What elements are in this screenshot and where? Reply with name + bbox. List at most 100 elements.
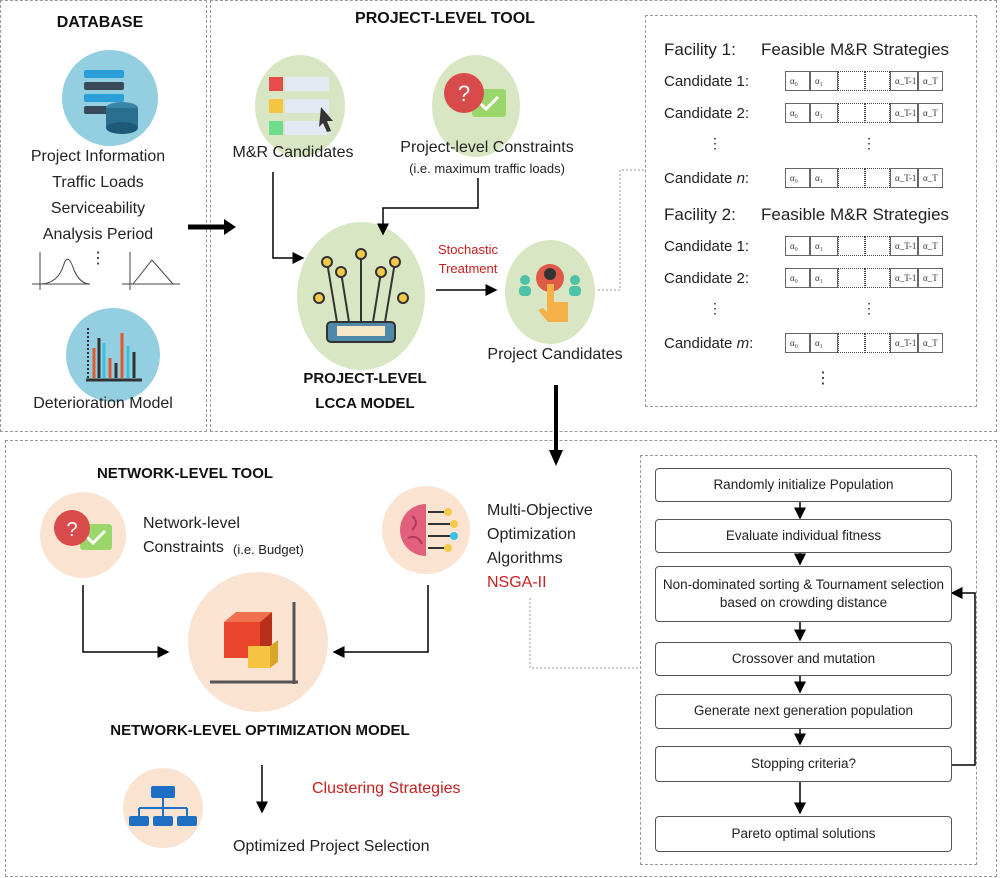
deterioration-model-label: Deterioration Model [33,395,173,412]
optimized-selection-label: Optimized Project Selection [233,838,430,855]
strategy-cell: α₁ [810,103,838,123]
candidate-label: Candidate 1: [664,73,749,90]
db-item-analysis-period: Analysis Period [42,226,154,243]
step-sorting: Non-dominated sorting & Tournament selec… [655,566,952,622]
project-constraints-note: (i.e. maximum traffic loads) [409,161,565,176]
project-candidates-icon [505,240,595,344]
vdots: ⋮ [862,135,876,151]
strategy-cell: α_T-1 [890,71,918,91]
facility-title: Facility 2: [664,205,736,224]
optimization-model-title: NETWORK-LEVEL OPTIMIZATION MODEL [110,722,410,739]
vdots: ⋮ [862,300,876,316]
candidate-label: Candidate n: [664,170,750,187]
candidate-label: Candidate m: [664,335,754,352]
step-crossover: Crossover and mutation [655,642,952,676]
db-vdots: ⋮ [90,250,106,267]
step-stopping: Stopping criteria? [655,746,952,782]
strategy-cell: α_T-1 [890,268,918,288]
nsga-label: NSGA-II [487,574,547,591]
project-constraints-icon: ? [432,55,520,157]
lcca-model-title-2: LCCA MODEL [315,395,415,412]
database-icon [62,50,158,146]
strategy-cell [865,168,890,188]
candidate-text: Candidate [664,170,737,187]
brain-algorithm-icon [382,486,470,574]
candidate-text: Candidate 2: [664,270,750,287]
candidate-text: Candidate 2: [664,105,750,122]
stochastic-label-2: Treatment [438,261,498,276]
strategy-cell: α₀ [785,168,810,188]
network-tool-title: NETWORK-LEVEL TOOL [96,465,274,482]
strategy-cell: α_T-1 [890,103,918,123]
vdots: ⋮ [708,300,722,316]
candidate-index: n [736,170,745,187]
strategy-cell: α_T [918,236,943,256]
vdots-more-facilities: ⋮ [815,370,831,387]
strategy-cell: α₁ [810,71,838,91]
candidate-label: Candidate 1: [664,238,749,255]
db-item-traffic-loads: Traffic Loads [52,174,144,191]
strategy-cell: α₀ [785,333,810,353]
svg-text:?: ? [458,81,470,106]
facility-subtitle: Feasible M&R Strategies [761,205,950,224]
mr-candidates-label: M&R Candidates [232,144,354,161]
algorithms-label-1: Multi-Objective [487,502,593,519]
strategy-cell: α₁ [810,333,838,353]
step-initialize: Randomly initialize Population [655,468,952,502]
strategy-cell [838,168,865,188]
strategy-cell: α₀ [785,236,810,256]
strategy-cell: α_T [918,103,943,123]
database-panel [0,0,207,432]
network-constraints-label-2: Constraints [143,539,224,556]
lcca-model-title-1: PROJECT-LEVEL [303,370,427,387]
distribution-plots-icon [32,252,180,290]
project-level-panel [210,0,997,432]
strategy-cell [838,103,865,123]
strategy-cell: α_T-1 [890,333,918,353]
network-constraints-note: (i.e. Budget) [233,542,304,557]
nsga-flow-panel [640,455,977,865]
strategy-cell: α_T [918,168,943,188]
strategy-cell: α_T-1 [890,168,918,188]
facility-subtitle: Feasible M&R Strategies [761,40,950,59]
strategy-cell: α₁ [810,168,838,188]
stochastic-label-1: Stochastic [438,242,498,257]
deterioration-chart-icon [66,308,160,402]
candidate-text: Candidate 1: [664,238,750,255]
candidate-index: m [736,335,750,352]
network-constraints-icon: ? [40,492,126,578]
project-constraints-label: Project-level Constraints [400,139,574,156]
network-constraints-label: Network-level [143,515,240,532]
strategy-cell [865,236,890,256]
mr-candidates-icon [255,55,345,157]
strategy-cell [838,236,865,256]
database-title: DATABASE [56,14,144,31]
vdots: ⋮ [708,135,722,151]
strategy-cell: α₁ [810,268,838,288]
strategy-cell [865,268,890,288]
clustering-label: Clustering Strategies [312,780,461,797]
project-candidates-label: Project Candidates [487,346,623,363]
strategy-cell [865,103,890,123]
strategy-cell: α₀ [785,103,810,123]
strategy-cell: α_T [918,71,943,91]
candidate-label: Candidate 2: [664,105,749,122]
svg-text:?: ? [66,519,77,541]
step-generate: Generate next generation population [655,694,952,729]
strategy-cell: α₁ [810,236,838,256]
network-level-panel [5,440,997,877]
strategy-cell: α₀ [785,268,810,288]
strategy-cell [838,71,865,91]
db-item-project-info: Project Information [30,148,166,165]
db-item-serviceability: Serviceability [50,200,146,217]
strategy-cell [838,333,865,353]
project-tool-title: PROJECT-LEVEL TOOL [355,10,535,27]
strategy-cell: α₀ [785,71,810,91]
candidate-text: Candidate [664,335,737,352]
strategy-cell: α_T-1 [890,236,918,256]
clustering-hierarchy-icon [123,768,203,848]
facility-strategies-panel [645,15,977,407]
strategy-cell [838,268,865,288]
